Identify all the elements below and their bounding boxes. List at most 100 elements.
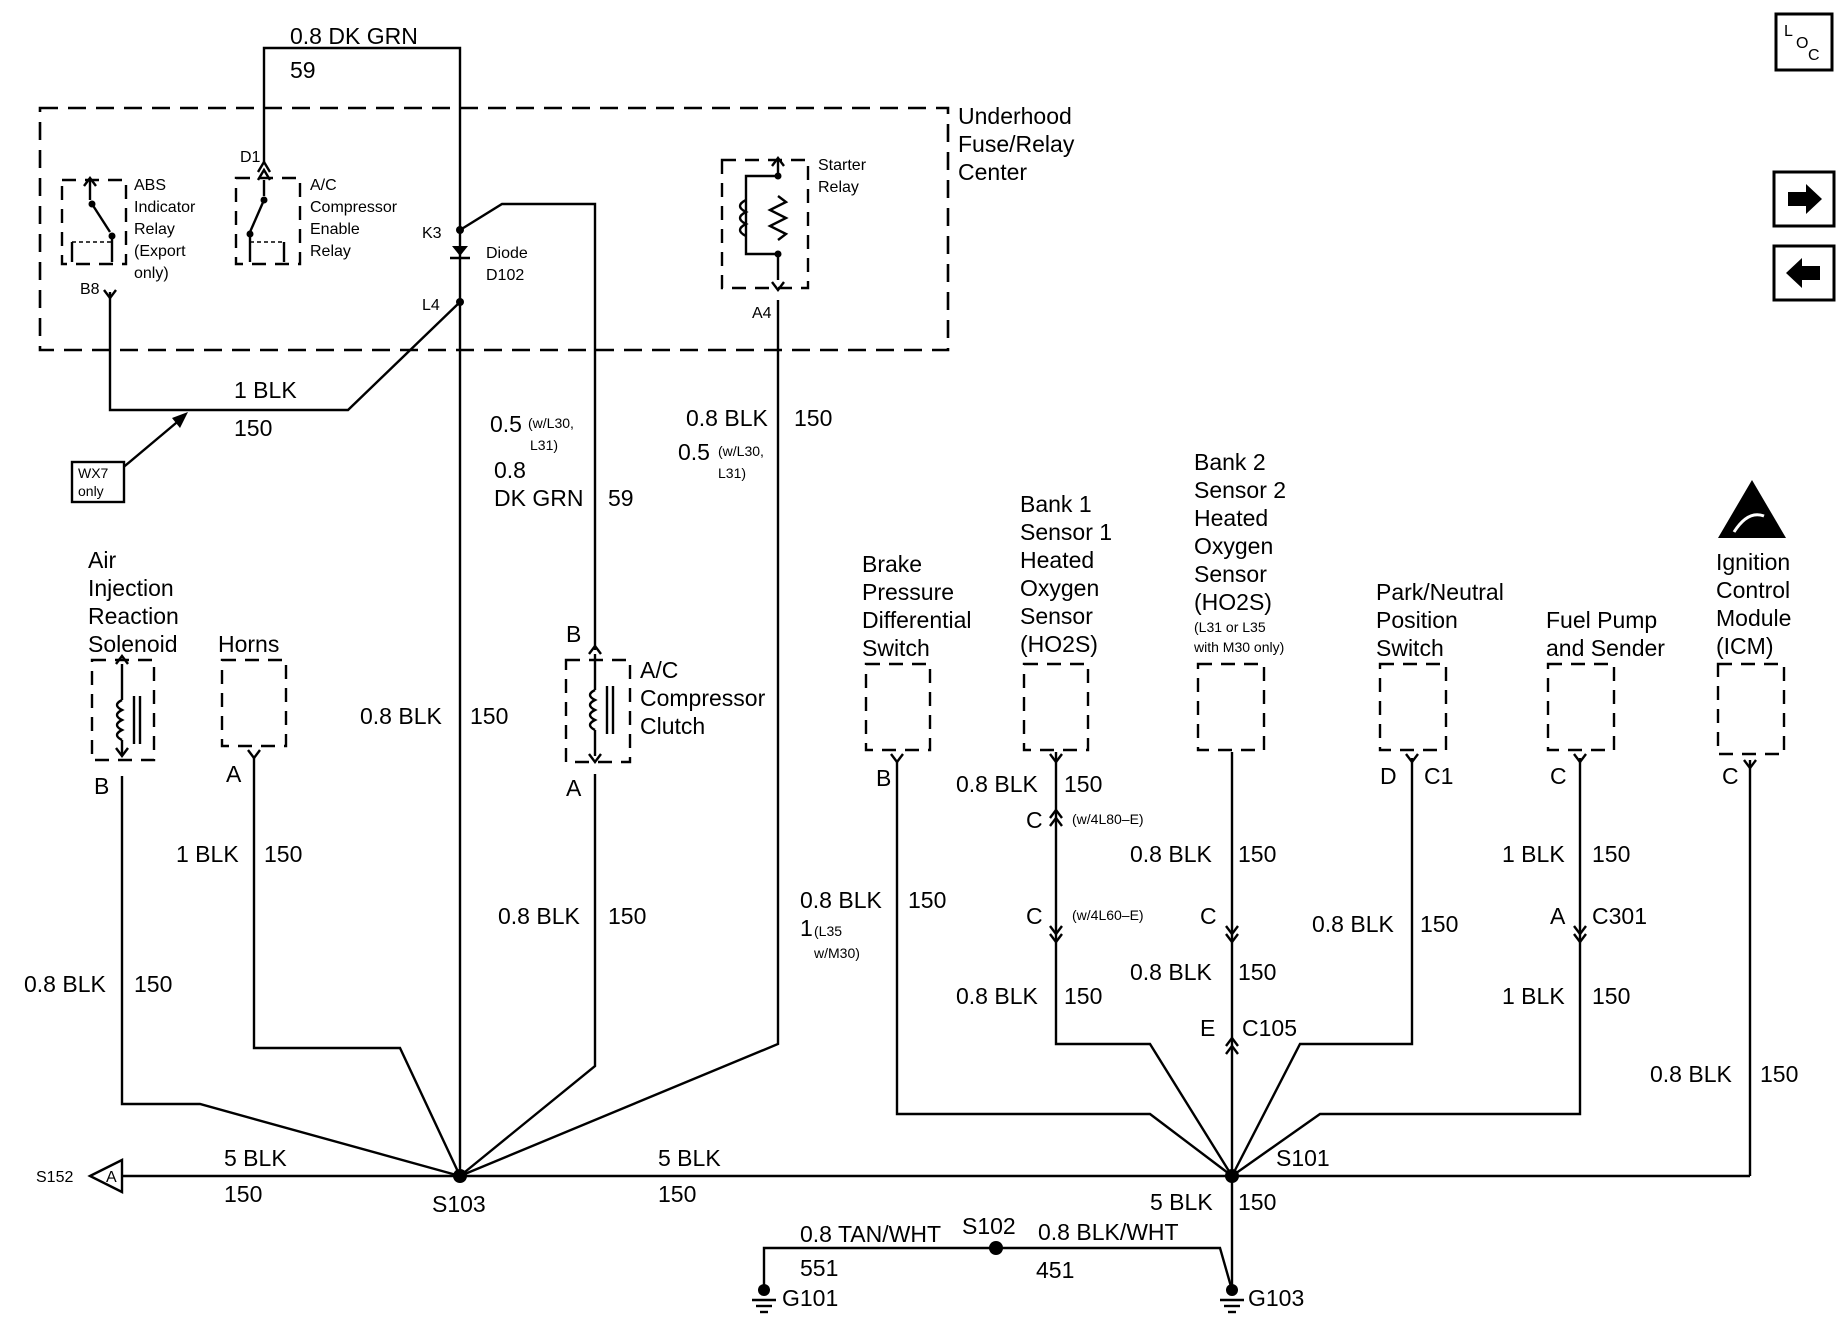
ac-enable-relay-switch-icon xyxy=(246,159,286,262)
abs-relay-label-2: Indicator xyxy=(134,199,196,216)
ground-g101-icon xyxy=(752,1284,776,1314)
component-symbols xyxy=(70,156,1786,1314)
diode-icon xyxy=(450,226,470,306)
prev-page-button[interactable] xyxy=(1772,244,1836,302)
bank2-wire-1-label: 0.8 BLK xyxy=(1130,841,1212,867)
diode-wire-label: 0.8 BLK xyxy=(360,703,442,729)
air-injection-label-4: Solenoid xyxy=(88,631,178,657)
ac-clutch-label-1: A/C xyxy=(640,657,678,683)
splice-s101-dot xyxy=(1225,1169,1239,1183)
ac-clutch-label-2: Compressor xyxy=(640,685,766,711)
bank2-wire-2-label: 0.8 BLK xyxy=(1130,959,1212,985)
loc-letter-l: L xyxy=(1784,23,1793,40)
pin-arrows xyxy=(247,749,1757,1055)
starter-relay-label-1: Starter xyxy=(818,157,867,174)
loc-letter-o: O xyxy=(1796,35,1808,52)
starter-wire-circuit: 150 xyxy=(794,405,832,431)
starter-wire-note-2b: L31) xyxy=(718,465,746,481)
brake-switch-label-1: Brake xyxy=(862,551,922,577)
ac-enable-relay-label-1: A/C xyxy=(310,177,337,194)
icm-label-1: Ignition xyxy=(1716,549,1790,575)
air-injection-label-3: Reaction xyxy=(88,603,179,629)
fuel-pump-wire-1-label: 1 BLK xyxy=(1502,841,1565,867)
left-arrow-icon xyxy=(1786,258,1820,288)
wx7-label-1: WX7 xyxy=(78,465,109,481)
bank1-sensor-box xyxy=(1022,662,1090,752)
horns-label: Horns xyxy=(218,631,279,657)
splice-s101-label: S101 xyxy=(1276,1145,1330,1171)
fuel-pump-wire-2-label: 1 BLK xyxy=(1502,983,1565,1009)
s152-label: S152 xyxy=(36,1169,73,1186)
starter-wire-gauge-2: 0.5 xyxy=(678,439,710,465)
bank1-label-4: Oxygen xyxy=(1020,575,1099,601)
icm-wire-circuit: 150 xyxy=(1760,1061,1798,1087)
abs-wire-label: 1 BLK xyxy=(234,377,297,403)
wires xyxy=(108,46,1752,1291)
fuel-pump-conn-id: C301 xyxy=(1592,903,1647,929)
brake-wire-circuit: 150 xyxy=(908,887,946,913)
starter-relay-box xyxy=(720,158,810,290)
abs-relay-label-5: only) xyxy=(134,265,169,282)
starter-wire-note-2a: (w/L30, xyxy=(718,443,764,459)
park-neutral-label-1: Park/Neutral xyxy=(1376,579,1504,605)
bank2-note-2: with M30 only) xyxy=(1193,639,1284,655)
park-neutral-label-3: Switch xyxy=(1376,635,1444,661)
ac-clutch-wire-note-1a: (w/L30, xyxy=(528,415,574,431)
bank1-wire-1-label: 0.8 BLK xyxy=(956,771,1038,797)
bank2-label-3: Heated xyxy=(1194,505,1268,531)
air-injection-box xyxy=(90,658,156,762)
horns-box xyxy=(220,658,288,748)
diode-label-2: D102 xyxy=(486,267,524,284)
loc-button[interactable]: L O C xyxy=(1774,12,1834,72)
s152-letter: A xyxy=(106,1169,117,1186)
fuel-pump-pin: C xyxy=(1550,763,1567,789)
abs-wire-circuit: 150 xyxy=(234,415,272,441)
icm-box xyxy=(1716,662,1786,756)
park-neutral-box xyxy=(1378,662,1448,752)
bank2-label-6: (HO2S) xyxy=(1194,589,1272,615)
brake-wire-note-3: w/M30) xyxy=(813,945,860,961)
bank2-conn-2: E xyxy=(1200,1015,1215,1041)
ac-clutch-coil-icon xyxy=(588,644,615,764)
fuse-center-title-2: Fuse/Relay xyxy=(958,131,1075,157)
bank1-wire-2-circuit: 150 xyxy=(1064,983,1102,1009)
ac-clutch-pin-a: A xyxy=(566,775,582,801)
ac-enable-relay-pin: D1 xyxy=(240,149,261,166)
bank1-label-5: Sensor xyxy=(1020,603,1093,629)
bank1-wire-2-label: 0.8 BLK xyxy=(956,983,1038,1009)
park-neutral-pin: D xyxy=(1380,763,1397,789)
ac-clutch-wire-label: 0.8 BLK xyxy=(498,903,580,929)
abs-relay-switch-icon xyxy=(70,176,117,300)
splice-s103-label: S103 xyxy=(432,1191,486,1217)
bank2-conn-2-id: C105 xyxy=(1242,1015,1297,1041)
horns-wire-label: 1 BLK xyxy=(176,841,239,867)
brake-switch-pin: B xyxy=(876,765,891,791)
diode-pin-l4: L4 xyxy=(422,297,440,314)
horns-wire-circuit: 150 xyxy=(264,841,302,867)
top-wire-label: 0.8 DK GRN xyxy=(290,23,418,49)
icm-label-4: (ICM) xyxy=(1716,633,1773,659)
bank1-label-1: Bank 1 xyxy=(1020,491,1092,517)
starter-relay-pin: A4 xyxy=(752,305,772,322)
brake-switch-label-4: Switch xyxy=(862,635,930,661)
ac-enable-relay-label-2: Compressor xyxy=(310,199,398,216)
icm-wire-label: 0.8 BLK xyxy=(1650,1061,1732,1087)
diode-label-1: Diode xyxy=(486,245,528,262)
bank2-wire-2-circuit: 150 xyxy=(1238,959,1276,985)
right-arrow-icon xyxy=(1788,184,1822,214)
park-neutral-wire-circuit: 150 xyxy=(1420,911,1458,937)
air-injection-solenoid-icon xyxy=(115,654,142,758)
icm-label-3: Module xyxy=(1716,605,1791,631)
labels: 0.8 DK GRN 59 Underhood Fuse/Relay Cente… xyxy=(24,23,1798,1311)
next-page-button[interactable] xyxy=(1772,170,1836,228)
bank1-conn-2-note: (w/4L60–E) xyxy=(1072,907,1144,923)
park-neutral-wire-label: 0.8 BLK xyxy=(1312,911,1394,937)
bank1-label-6: (HO2S) xyxy=(1020,631,1098,657)
wx7-label-2: only xyxy=(78,483,104,499)
icm-pin: C xyxy=(1722,763,1739,789)
bank2-label-1: Bank 2 xyxy=(1194,449,1266,475)
brake-wire-label: 0.8 BLK xyxy=(800,887,882,913)
brake-wire-note-2: (L35 xyxy=(814,923,842,939)
bus-mid-label: 5 BLK xyxy=(658,1145,721,1171)
